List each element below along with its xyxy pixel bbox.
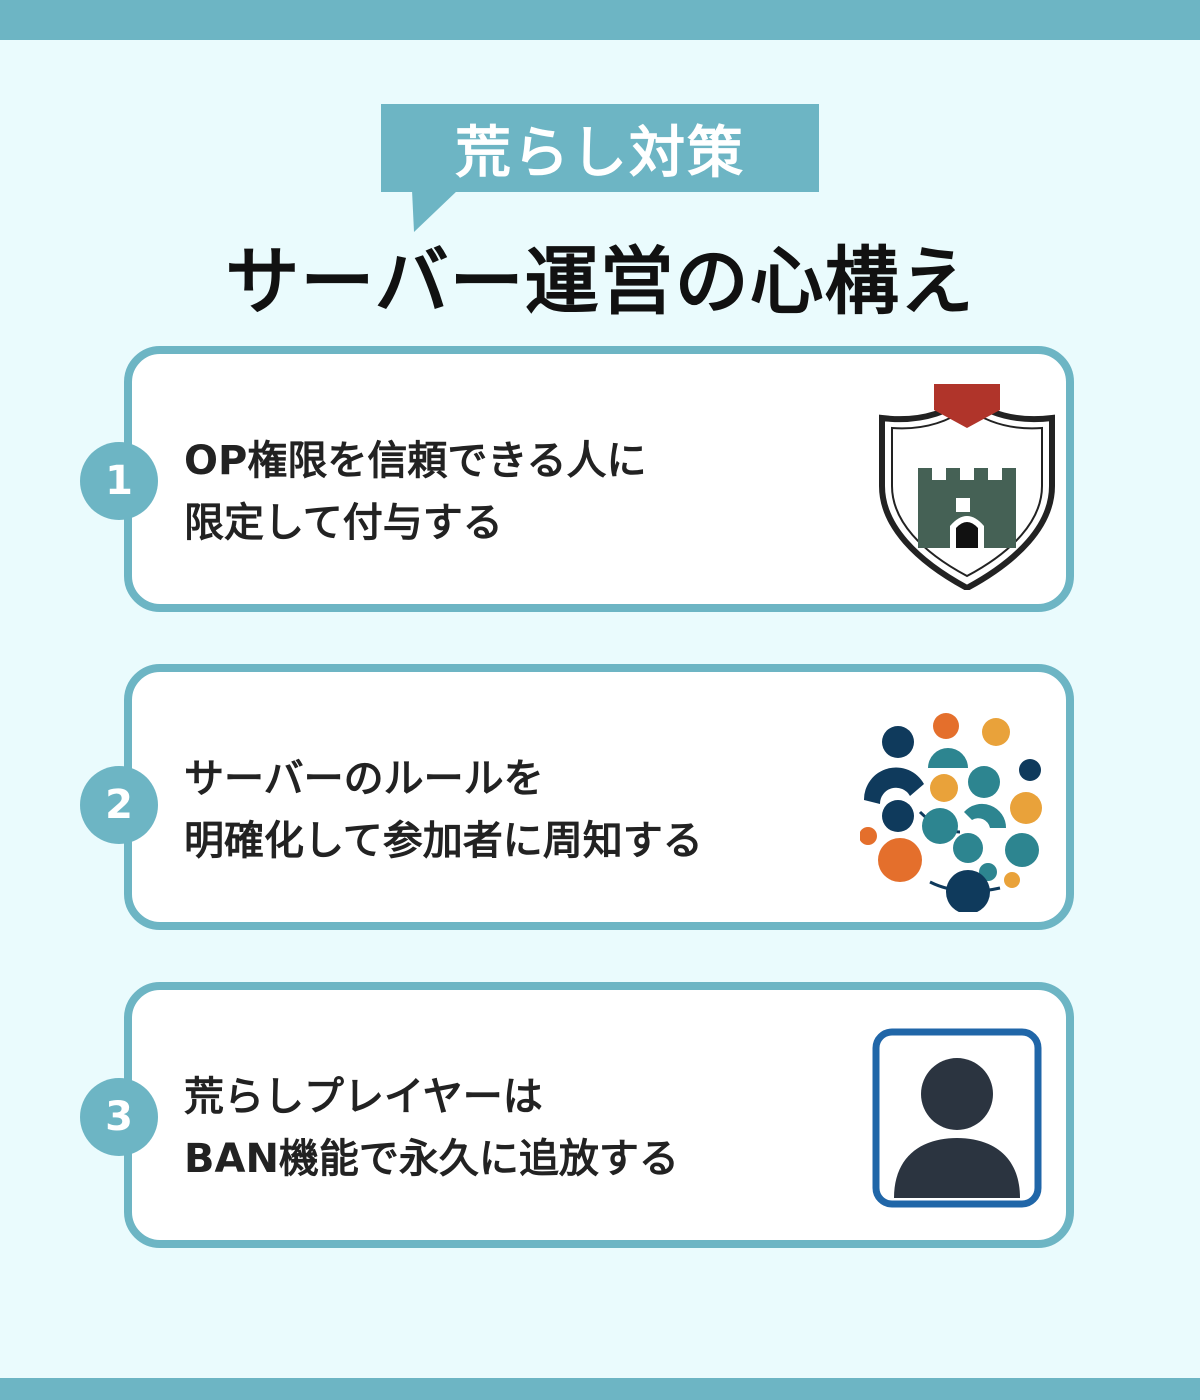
tip-card-1-text: OP権限を信頼できる人に 限定して付与する	[184, 430, 824, 554]
tip-card-3-text: 荒らしプレイヤーは BAN機能で永久に追放する	[184, 1066, 824, 1190]
step-number-2: 2	[80, 766, 158, 844]
step-number-3: 3	[80, 1078, 158, 1156]
tip-card-1-line-2: 限定して付与する	[184, 500, 503, 546]
tip-card-2-line-1: サーバーのルールを	[184, 756, 544, 802]
tip-card-1: OP権限を信頼できる人に 限定して付与する	[124, 346, 1074, 612]
community-network-icon	[860, 713, 1042, 912]
tip-card-1-line-1: OP権限を信頼できる人に	[184, 438, 647, 484]
shield-castle-icon	[879, 384, 1055, 590]
bottom-accent-bar	[0, 1378, 1200, 1400]
tip-card-3-line-1: 荒らしプレイヤーは	[184, 1074, 543, 1120]
step-number-1: 1	[80, 442, 158, 520]
tip-card-3: 荒らしプレイヤーは BAN機能で永久に追放する	[124, 982, 1074, 1248]
page-title: サーバー運営の心構え	[225, 239, 975, 325]
category-tag: 荒らし対策	[381, 104, 819, 192]
tip-card-2-text: サーバーのルールを 明確化して参加者に周知する	[184, 748, 824, 872]
top-accent-bar	[0, 0, 1200, 40]
tip-card-3-line-2: BAN機能で永久に追放する	[184, 1136, 679, 1182]
tag-pointer	[412, 190, 458, 232]
category-tag-label: 荒らし対策	[455, 120, 745, 186]
tip-card-2-line-2: 明確化して参加者に周知する	[184, 818, 703, 864]
user-avatar-icon	[872, 1028, 1042, 1208]
tip-card-2: サーバーのルールを 明確化して参加者に周知する	[124, 664, 1074, 930]
